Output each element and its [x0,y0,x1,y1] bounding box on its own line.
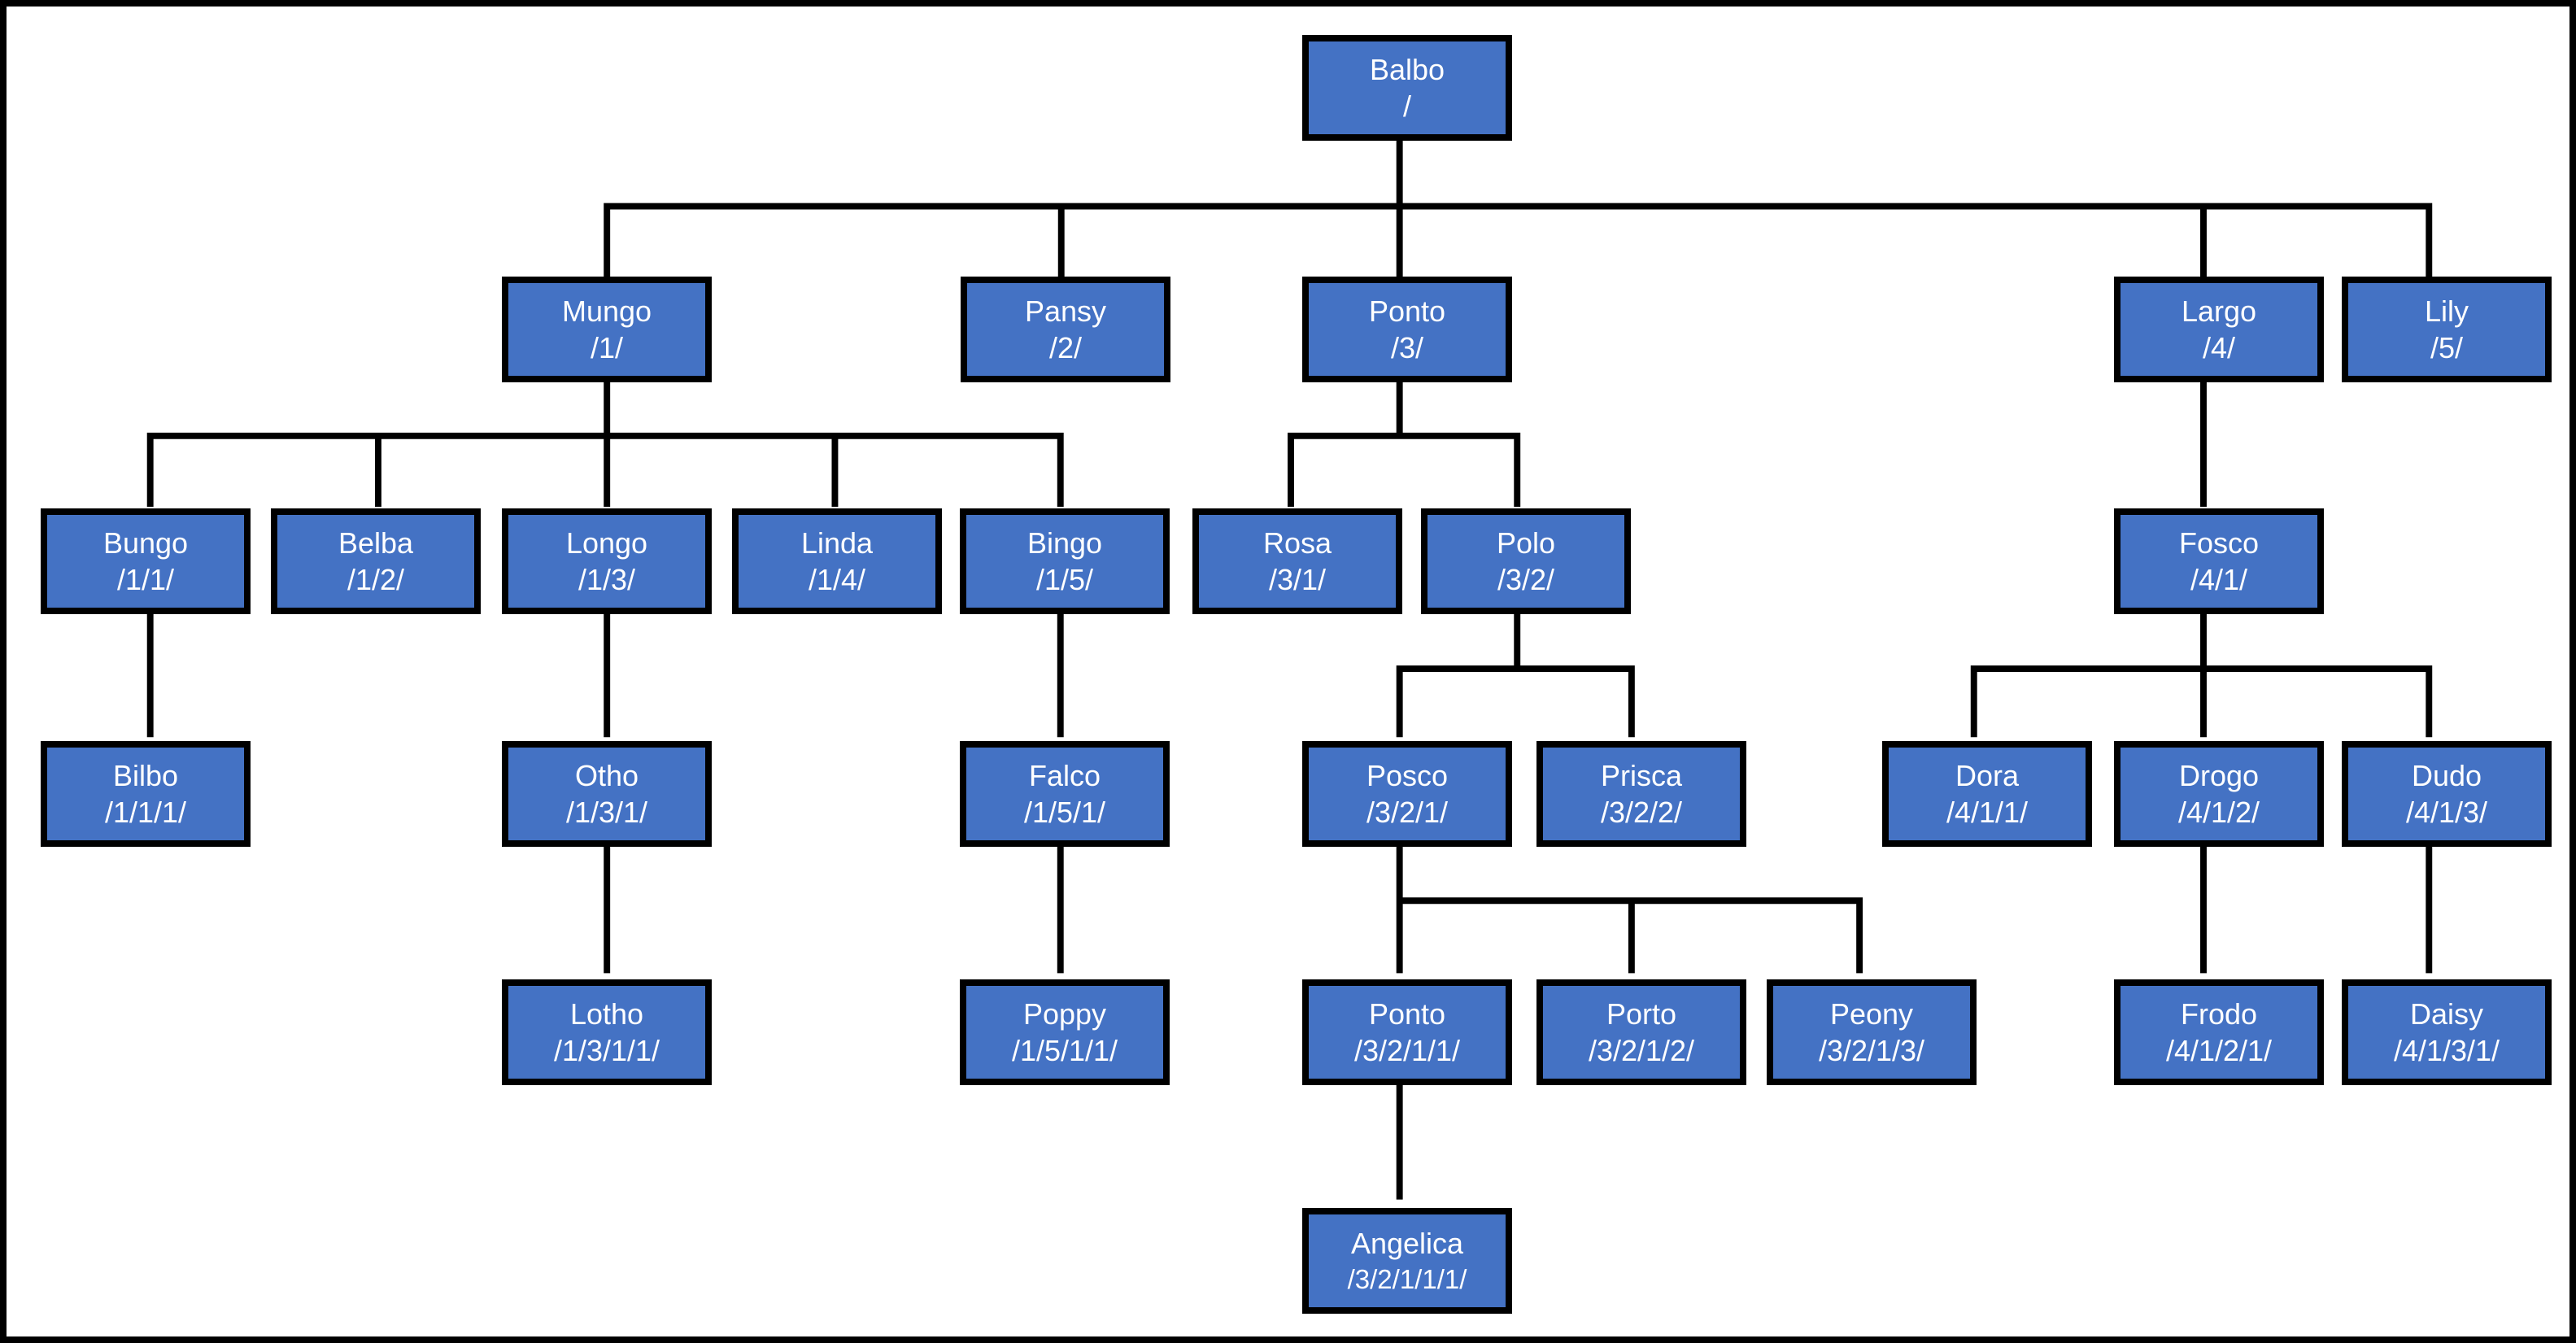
node-name: Bungo [102,525,189,560]
node-code: /3/2/1/ [1366,796,1449,829]
connector-posco-children [1396,835,1863,974]
node-code: /3/ [1390,331,1424,364]
node-code: /1/5/1/ [1023,796,1106,829]
node-code: /4/1/ [2190,563,2248,596]
node-fosco: Fosco /4/1/ [2114,508,2324,614]
node-poppy: Poppy /1/5/1/1/ [960,979,1170,1085]
node-code: /1/4/ [808,563,866,596]
node-code: / [1402,89,1411,123]
node-code: /3/2/1/1/1/ [1347,1263,1467,1294]
node-name: Frodo [2180,996,2258,1031]
node-name: Posco [1366,758,1449,792]
connector-balbo-children [604,137,2433,277]
node-polo: Polo /3/2/ [1421,508,1631,614]
node-rosa: Rosa /3/1/ [1192,508,1402,614]
node-prisca: Prisca /3/2/2/ [1536,741,1746,847]
node-code: /1/ [590,331,624,364]
node-name: Fosco [2178,525,2260,560]
node-code: /2/ [1048,331,1083,364]
node-name: Balbo [1369,52,1445,86]
node-ponto-2: Ponto /3/2/1/1/ [1302,979,1512,1085]
node-name: Porto [1606,996,1677,1031]
node-code: /4/1/3/ [2405,796,2488,829]
node-name: Pansy [1024,294,1107,328]
connector-ponto-children [1288,375,1521,507]
node-code: /1/5/1/1/ [1011,1034,1118,1067]
node-name: Mungo [561,294,652,328]
connector-lines [146,137,2433,1200]
node-balbo: Balbo / [1302,35,1512,141]
node-mungo: Mungo /1/ [502,277,712,382]
node-bingo: Bingo /1/5/ [960,508,1170,614]
node-code: /5/ [2430,331,2464,364]
node-code: /4/1/1/ [1946,796,2029,829]
node-name: Rosa [1262,525,1332,560]
node-name: Ponto [1368,294,1446,328]
node-name: Daisy [2409,996,2484,1031]
node-name: Dora [1955,758,2020,792]
node-code: /1/2/ [347,563,405,596]
node-name: Lotho [569,996,644,1031]
node-name: Bingo [1026,525,1103,560]
node-dora: Dora /4/1/1/ [1882,741,2092,847]
node-name: Peony [1829,996,1914,1031]
node-code: /3/2/1/2/ [1588,1034,1695,1067]
node-peony: Peony /3/2/1/3/ [1767,979,1977,1085]
node-name: Angelica [1350,1227,1464,1261]
node-bilbo: Bilbo /1/1/1/ [41,741,251,847]
node-code: /3/1/ [1268,563,1327,596]
node-bungo: Bungo /1/1/ [41,508,251,614]
node-name: Polo [1496,525,1556,560]
node-code: /1/3/1/ [565,796,648,829]
node-name: Lily [2424,294,2469,328]
node-name: Prisca [1600,758,1683,792]
node-code: /4/1/3/1/ [2393,1034,2500,1067]
node-name: Longo [565,525,648,560]
node-linda: Linda /1/4/ [732,508,942,614]
node-code: /1/3/ [578,563,636,596]
node-name: Largo [2181,294,2257,328]
node-falco: Falco /1/5/1/ [960,741,1170,847]
node-code: /3/2/1/3/ [1818,1034,1925,1067]
node-code: /3/2/1/1/ [1353,1034,1461,1067]
node-code: /1/5/ [1035,563,1094,596]
node-belba: Belba /1/2/ [271,508,481,614]
node-porto: Porto /3/2/1/2/ [1536,979,1746,1085]
node-code: /4/1/2/ [2177,796,2260,829]
node-name: Drogo [2178,758,2260,792]
node-name: Otho [574,758,639,792]
node-code: /3/2/ [1497,563,1555,596]
node-name: Poppy [1022,996,1107,1031]
node-lily: Lily /5/ [2342,277,2552,382]
node-code: /1/1/1/ [104,796,187,829]
node-name: Falco [1028,758,1101,792]
node-name: Bilbo [112,758,179,792]
node-name: Dudo [2411,758,2482,792]
node-lotho: Lotho /1/3/1/1/ [502,979,712,1085]
node-code: /1/1/ [116,563,175,596]
node-ponto: Ponto /3/ [1302,277,1512,382]
node-code: /1/3/1/1/ [553,1034,660,1067]
node-dudo: Dudo /4/1/3/ [2342,741,2552,847]
node-name: Ponto [1368,996,1446,1031]
connector-polo-children [1396,604,1635,738]
node-otho: Otho /1/3/1/ [502,741,712,847]
node-code: /4/ [2202,331,2236,364]
node-frodo: Frodo /4/1/2/1/ [2114,979,2324,1085]
node-code: /3/2/2/ [1600,796,1683,829]
node-pansy: Pansy /2/ [961,277,1170,382]
node-name: Linda [800,525,874,560]
node-drogo: Drogo /4/1/2/ [2114,741,2324,847]
node-angelica: Angelica /3/2/1/1/1/ [1302,1208,1512,1314]
connector-fosco-children [1970,604,2433,738]
node-name: Belba [338,525,414,560]
node-code: /4/1/2/1/ [2165,1034,2273,1067]
node-daisy: Daisy /4/1/3/1/ [2342,979,2552,1085]
connector-mungo-children [146,375,1064,507]
node-longo: Longo /1/3/ [502,508,712,614]
node-largo: Largo /4/ [2114,277,2324,382]
node-posco: Posco /3/2/1/ [1302,741,1512,847]
